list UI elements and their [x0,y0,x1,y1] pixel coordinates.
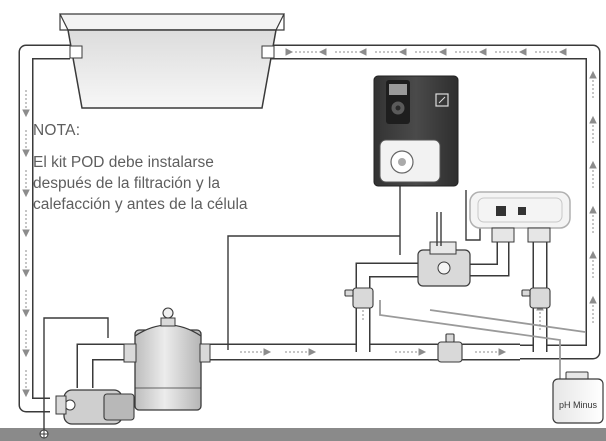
note-line: calefacción y antes de la célula [33,196,248,213]
pool-basin-icon [59,13,285,109]
ground-strip [0,428,606,441]
gray-tube [379,300,586,395]
ball-valve-icon [344,287,551,363]
note-body: El kit POD debe instalarse después de la… [33,152,303,215]
signal-lines [43,186,481,432]
ph-canister-icon [552,371,604,424]
ground-terminal-icon [39,429,49,439]
electrolysis-cell-icon [469,191,571,243]
ph-minus-label: pH Minus [558,400,597,410]
note-line: después de la filtración y la [33,175,220,192]
pump-icon [55,389,135,425]
note-line: El kit POD debe instalarse [33,154,214,171]
control-unit-icon [373,75,459,187]
bypass-pipes [355,234,548,352]
filter-tank-icon [123,307,211,411]
flow-arrows [22,48,597,398]
pod-injection-icon [417,212,471,287]
note-title: NOTA: [33,122,81,139]
